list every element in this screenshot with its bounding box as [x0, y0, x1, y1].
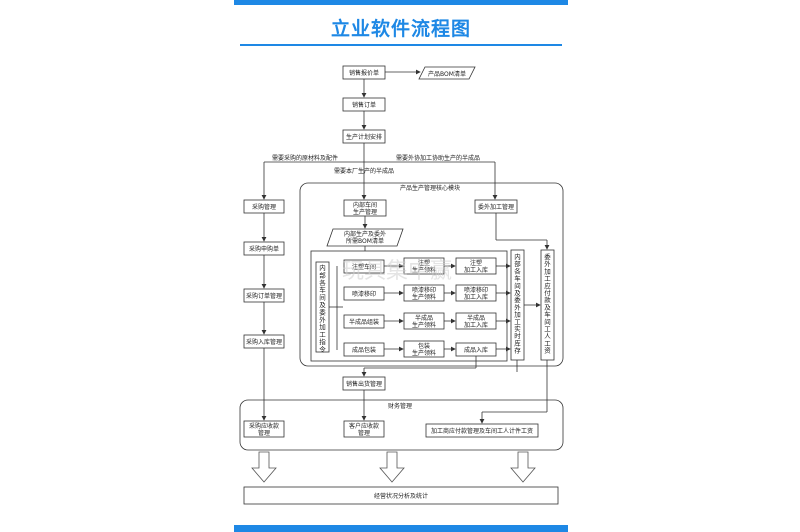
- finance-label: 财务管理: [388, 402, 412, 410]
- spray-label: 喷漆移印: [352, 290, 376, 298]
- page-title: 立业软件流程图: [330, 18, 471, 40]
- sales-order-label: 销售订单: [352, 101, 376, 109]
- inj-pick-label-1: 注塑: [418, 259, 430, 267]
- top-band: [234, 0, 568, 5]
- pack-pick-label-2: 生产领料: [412, 349, 436, 357]
- inj-in-label-2: 加工入库: [464, 266, 488, 274]
- payable-box: [540, 249, 555, 361]
- need-outsource-label: 需要外协加工协助生产的半成品: [396, 154, 480, 162]
- semi-in-label-1: 半成品: [467, 314, 485, 322]
- core-module-frame: [299, 182, 564, 367]
- down-arrow-left: [251, 451, 277, 483]
- spray-in-label-2: 加工入库: [464, 293, 488, 301]
- processor-pay-box: [425, 423, 539, 438]
- title-underline: [240, 44, 562, 46]
- receivable-box: [343, 420, 385, 438]
- semi-in-label-2: 加工入库: [464, 321, 488, 329]
- watermark: 玩具集中赢: [342, 259, 452, 284]
- product-bom-box: [418, 66, 476, 80]
- spray-in-label-1: 喷漆移印: [464, 286, 488, 294]
- bom-list-box: [326, 228, 404, 247]
- spray-pick-label-1: 喷漆移印: [412, 286, 436, 294]
- finance-frame: [239, 399, 564, 451]
- workshop-frame: [310, 250, 508, 362]
- bom-list-label-2: 所需BOM清单: [346, 237, 384, 245]
- internal-dept-label-1: 内部车间: [353, 201, 377, 209]
- product-bom-label: 产品BOM清单: [428, 70, 466, 78]
- semi-pick-label-1: 半成品: [415, 314, 433, 322]
- sales-quote-label: 销售报价单: [349, 69, 379, 77]
- internal-dept-label-2: 生产管理: [353, 208, 377, 216]
- analysis-label: 经营状况分析及统计: [374, 492, 428, 500]
- pack-label: 成品包装: [352, 346, 376, 354]
- analysis-box: [243, 486, 559, 505]
- payable-purchase-box: [243, 420, 285, 438]
- need-purchase-label: 需要采购的原材料及配件: [272, 154, 338, 162]
- spray-pick-label-2: 生产领料: [412, 293, 436, 301]
- payable-purchase-label-1: 采购应收款: [249, 422, 279, 430]
- core-module-label: 产品生产管理核心模块: [400, 184, 460, 192]
- injection-box: [343, 259, 385, 274]
- receivable-label-2: 管理: [358, 429, 370, 437]
- processor-pay-label: 加工商应付款管理及车间工人计件工资: [431, 427, 533, 435]
- spray-box: [343, 286, 385, 301]
- semi-label: 半成品组装: [349, 318, 379, 326]
- semi-box: [343, 314, 385, 329]
- purchase-inbound-label: 采购入库管理: [246, 338, 282, 346]
- pack-pick-label-1: 包装: [418, 342, 430, 350]
- inj-pick-label-2: 生产领料: [412, 266, 436, 274]
- sales-delivery-label: 销售出货管理: [346, 380, 382, 388]
- payable-purchase-label-2: 管理: [258, 429, 270, 437]
- semi-pick-label-2: 生产领料: [412, 321, 436, 329]
- receivable-label-1: 客户应收款: [349, 422, 379, 430]
- dispatch-label: 内部各车间及委外加工指令: [319, 263, 326, 353]
- pack-in-label: 成品入库: [464, 346, 488, 354]
- injection-label: 注塑车间: [352, 263, 376, 271]
- production-plan-label: 生产计划安排: [346, 133, 382, 141]
- purchase-order-label: 采购订单管理: [246, 292, 282, 300]
- down-arrow-mid: [379, 451, 405, 483]
- bom-list-label-1: 内部生产及委外: [344, 230, 386, 238]
- bottom-band: [234, 525, 568, 532]
- pack-box: [343, 342, 385, 357]
- purchase-mgmt-label: 采购管理: [252, 203, 276, 211]
- down-arrow-right: [510, 451, 536, 483]
- purchase-request-label: 采购申购单: [249, 245, 279, 253]
- realtime-label: 内部各车间及委外加工实时库存: [514, 252, 521, 355]
- payable-label: 委外加工应付款及车间工人工资: [544, 252, 551, 355]
- inj-in-label-1: 注塑: [470, 259, 482, 267]
- outsource-mgmt-label: 委外加工管理: [478, 203, 514, 211]
